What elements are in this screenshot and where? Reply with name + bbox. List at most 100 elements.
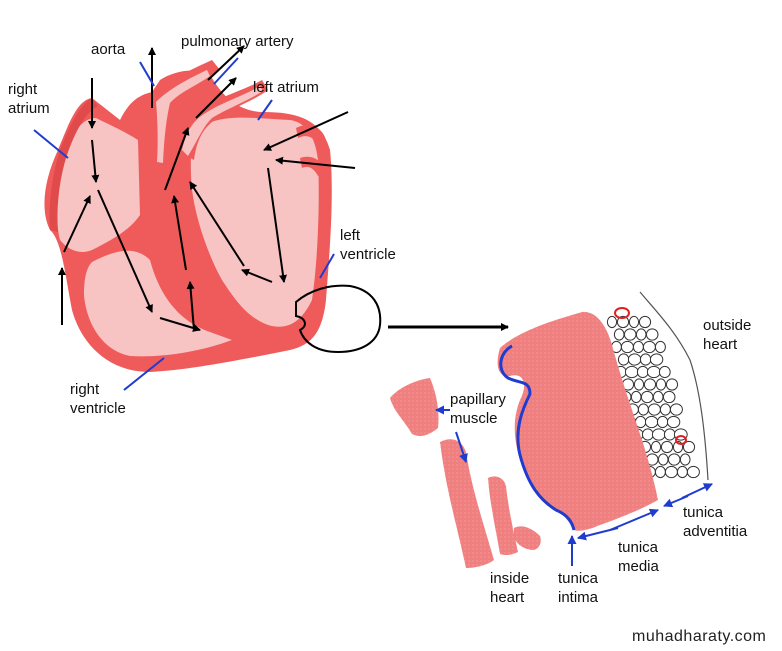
- septum: [150, 160, 268, 332]
- leader-right-ventricle: [123, 357, 165, 391]
- leader-aorta: [139, 61, 155, 87]
- label-pulmonary-artery: pulmonary artery: [181, 33, 294, 50]
- adventitia-cell: [658, 365, 671, 379]
- adventitia-cell: [655, 378, 667, 391]
- leader-right-atrium: [33, 129, 69, 159]
- adventitia-cell: [652, 390, 664, 404]
- adventitia-cell: [650, 440, 662, 454]
- adventitia-cell: [641, 428, 654, 441]
- chordae-piece-1: [440, 439, 494, 568]
- flow-arrow: [164, 127, 190, 191]
- adventitia-cell: [657, 453, 669, 466]
- adventitia-cell: [633, 378, 645, 391]
- adventitia-cell: [659, 403, 671, 416]
- flow-arrow: [91, 139, 100, 183]
- label-left-atrium: left atrium: [253, 79, 319, 96]
- blood-vessel-lower: [675, 435, 687, 445]
- adventitia-cell: [637, 403, 649, 416]
- adventitia-cell: [616, 315, 630, 329]
- heart: [44, 60, 332, 373]
- pulmonary-artery-lumen: [182, 86, 263, 156]
- leader-tunica-media-b: [609, 508, 659, 531]
- pulmonary-vein-upper: [296, 125, 326, 146]
- adventitia-cell: [639, 353, 652, 366]
- adventitia-cell: [660, 440, 674, 454]
- label-inside-heart: inside heart: [490, 570, 530, 606]
- papillary-muscle-piece: [390, 378, 439, 436]
- tunica-intima-edge: [499, 344, 576, 531]
- adventitia-cell: [662, 390, 676, 404]
- adventitia-cell: [666, 415, 681, 429]
- adventitia-cell: [645, 328, 659, 341]
- adventitia-cell: [606, 315, 618, 329]
- label-right-ventricle: right ventricle: [70, 381, 126, 417]
- zoom-outline: [295, 284, 382, 354]
- flow-arrow: [186, 281, 195, 331]
- adventitia-cell: [682, 440, 696, 454]
- adventitia-cell: [654, 340, 666, 354]
- flow-arrow: [63, 195, 91, 253]
- watermark: muhadharaty.com: [632, 628, 767, 645]
- adventitia-cell: [651, 428, 666, 441]
- aorta-vessel: [150, 60, 220, 168]
- label-papillary-muscle: papillary muscle: [450, 391, 506, 427]
- pulmonary-vein-lower: [300, 156, 326, 176]
- flow-arrow: [263, 111, 349, 151]
- right-atrium-chamber: [56, 118, 140, 252]
- leader-left-ventricle: [319, 253, 335, 279]
- flow-arrow: [275, 156, 356, 169]
- chordae-piece-2: [488, 476, 518, 556]
- adventitia-cell: [644, 415, 659, 429]
- right-atrium-wall: [49, 98, 98, 232]
- adventitia-cell: [620, 340, 634, 354]
- leader-left-atrium: [257, 99, 273, 121]
- label-right-atrium: right atrium: [8, 81, 50, 117]
- adventitia-cell: [676, 465, 688, 479]
- chordae-piece-3: [514, 526, 541, 550]
- adventitia-cell: [665, 378, 679, 391]
- left-chambers: [190, 117, 319, 327]
- adventitia-cell: [627, 353, 642, 366]
- flow-arrow: [189, 181, 245, 267]
- adventitia-cell: [635, 328, 647, 341]
- label-left-ventricle: left ventricle: [340, 227, 396, 263]
- adventitia-cell: [654, 465, 666, 479]
- adventitia-cell: [623, 328, 637, 341]
- flow-arrow: [207, 45, 245, 81]
- adventitia-cell: [669, 403, 683, 416]
- label-tunica-media: tunica media: [618, 539, 659, 575]
- adventitia-cell: [679, 453, 691, 466]
- adventitia-cell: [646, 365, 661, 379]
- adventitia-cell: [628, 315, 640, 329]
- label-tunica-adventitia: tunica adventitia: [683, 504, 748, 540]
- wall-section: [390, 291, 709, 568]
- adventitia-cell: [613, 328, 625, 341]
- adventitia-cell: [664, 465, 678, 479]
- adventitia-cell: [632, 340, 644, 354]
- adventitia-cell: [667, 453, 681, 466]
- flow-arrow: [267, 167, 287, 283]
- blood-flow-arrows: [58, 45, 356, 332]
- adventitia-cell: [636, 365, 649, 379]
- adventitia-cell: [638, 315, 652, 329]
- leader-papillary-muscle-2: [455, 431, 468, 463]
- adventitia-cell: [624, 365, 639, 379]
- adventitia-outline: [639, 291, 709, 481]
- adventitia-cell: [647, 403, 661, 416]
- flow-arrow: [195, 77, 237, 119]
- leader-lines: [33, 57, 713, 566]
- adventitia-cell: [642, 340, 656, 354]
- label-tunica-intima: tunica intima: [558, 570, 599, 606]
- blood-vessel-upper: [614, 307, 630, 319]
- flow-arrow: [97, 189, 153, 313]
- flow-arrow: [171, 195, 187, 271]
- label-aorta: aorta: [91, 41, 126, 58]
- adventitia-cell: [643, 378, 657, 391]
- label-outside-heart: outside heart: [703, 317, 752, 353]
- adventitia-cell: [663, 428, 676, 441]
- adventitia-cell: [656, 415, 669, 429]
- adventitia-cell: [617, 353, 630, 366]
- adventitia-cell: [640, 390, 654, 404]
